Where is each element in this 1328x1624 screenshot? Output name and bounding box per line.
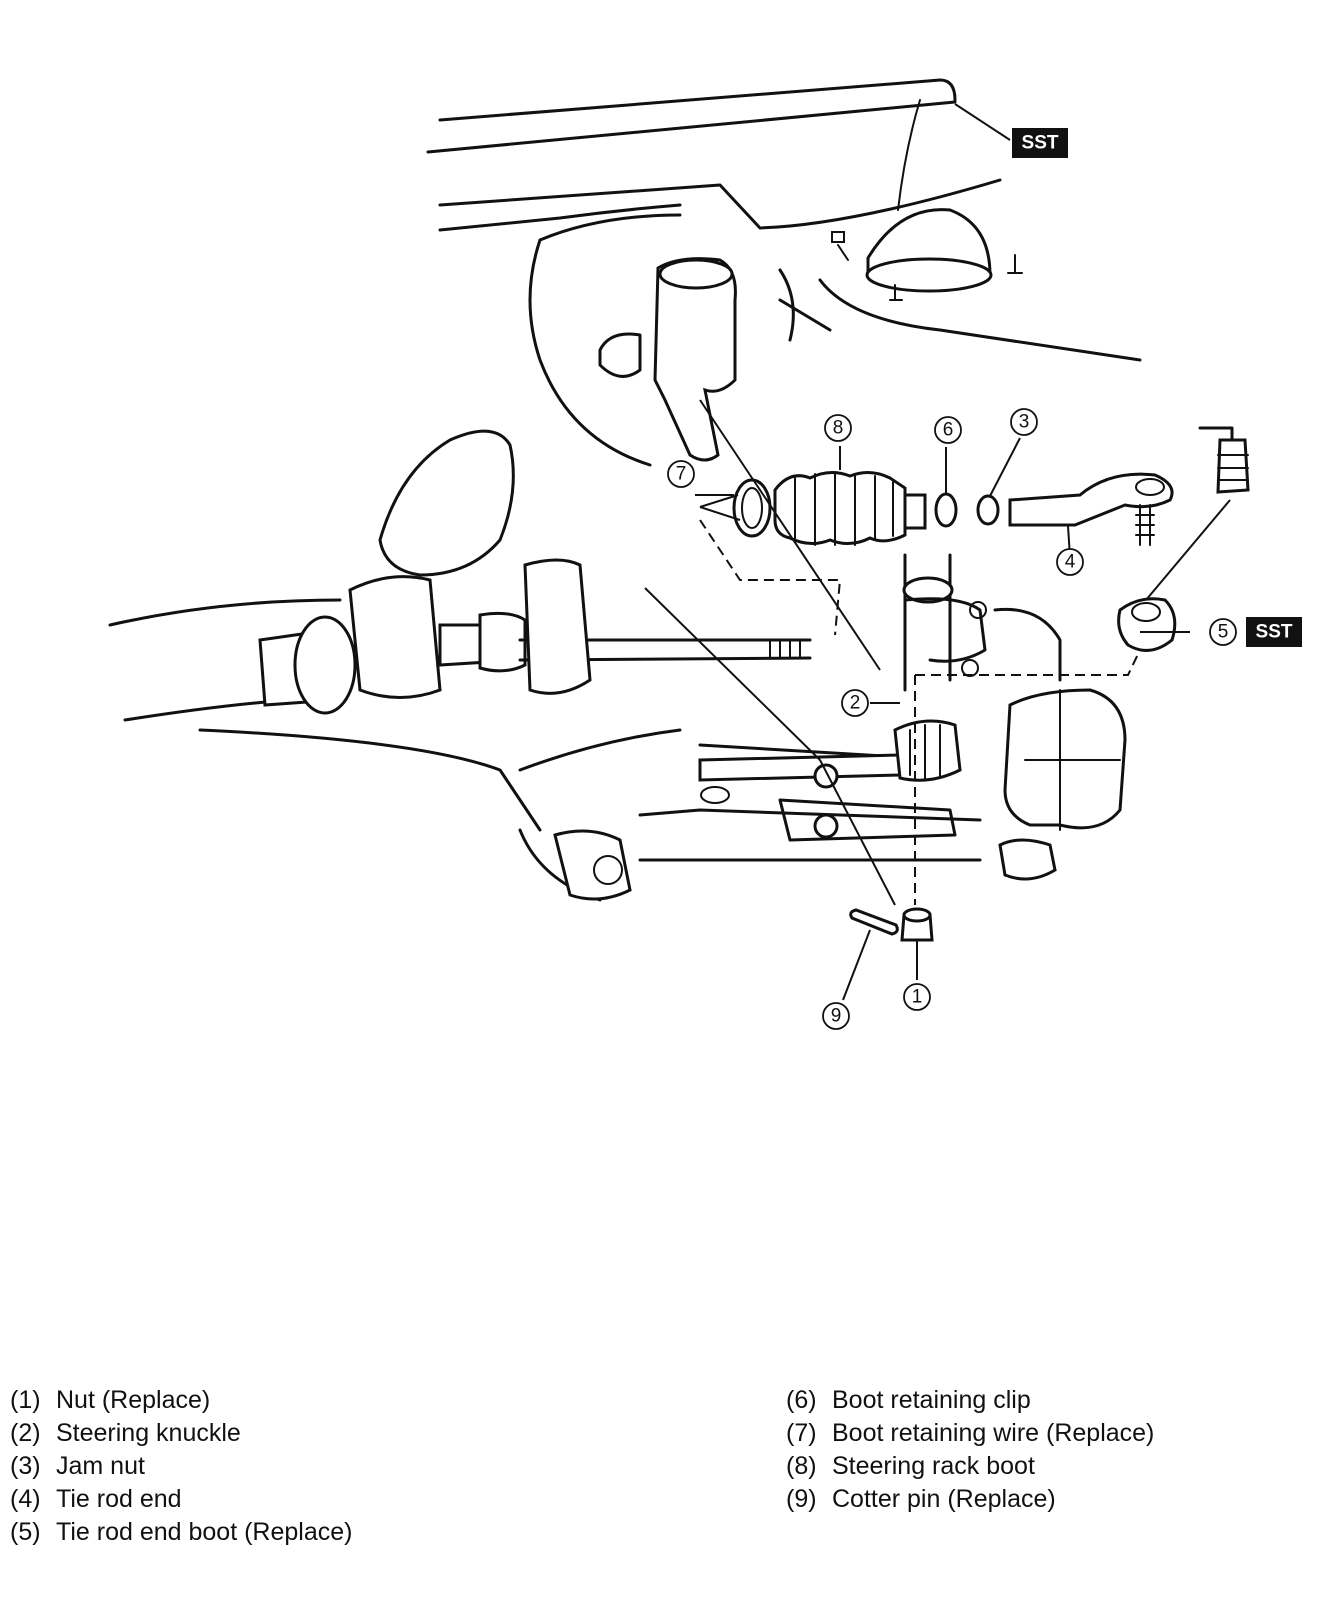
legend-item: (1) Nut (Replace) bbox=[10, 1384, 352, 1417]
legend-number: (6) bbox=[786, 1386, 817, 1414]
tie-rod-end bbox=[1008, 472, 1174, 546]
legend-number: (4) bbox=[10, 1485, 41, 1513]
steering-assembly-diagram: 1 2 3 4 5 6 7 8 bbox=[108, 78, 1302, 1030]
legend-item: (4) Tie rod end bbox=[10, 1483, 352, 1516]
legend-number: (7) bbox=[786, 1419, 817, 1447]
legend-item: (7) Boot retaining wire (Replace) bbox=[786, 1417, 1154, 1450]
legend-number: (8) bbox=[786, 1452, 817, 1480]
body-panel bbox=[426, 78, 1142, 362]
callout-4: 4 bbox=[1056, 548, 1084, 576]
boot-retaining-clip bbox=[934, 492, 958, 528]
callouts: 1 2 3 4 5 6 7 8 bbox=[667, 408, 1237, 1030]
svg-text:4: 4 bbox=[1065, 552, 1076, 573]
legend-text: Tie rod end boot (Replace) bbox=[56, 1518, 353, 1546]
callout-7: 7 bbox=[667, 460, 695, 488]
strut-knuckle bbox=[902, 553, 1062, 692]
legend-right: (6) Boot retaining clip (7) Boot retaini… bbox=[786, 1384, 1154, 1516]
callout-1: 1 bbox=[903, 983, 931, 1011]
callout-2: 2 bbox=[841, 689, 869, 717]
legend-number: (1) bbox=[10, 1386, 41, 1414]
brake-disc bbox=[528, 213, 795, 467]
legend-text: Nut (Replace) bbox=[56, 1386, 211, 1414]
inner-cv-boot bbox=[378, 429, 515, 577]
drive-shaft bbox=[108, 575, 527, 722]
legend-left: (1) Nut (Replace) (2) Steering knuckle (… bbox=[10, 1384, 352, 1549]
legend-item: (6) Boot retaining clip bbox=[786, 1384, 1154, 1417]
sst-tag-top: SST bbox=[1012, 128, 1068, 158]
castle-nut bbox=[900, 907, 934, 942]
leader-lines bbox=[644, 103, 1231, 1001]
legend-number: (5) bbox=[10, 1518, 41, 1546]
legend-item: (3) Jam nut bbox=[10, 1450, 352, 1483]
steering-rack-boot bbox=[773, 471, 927, 546]
tie-rod-end-boot bbox=[1117, 426, 1250, 652]
legend-text: Jam nut bbox=[56, 1452, 145, 1480]
callout-6: 6 bbox=[934, 416, 962, 444]
callout-5: 5 bbox=[1209, 618, 1237, 646]
strut-mount bbox=[831, 208, 1023, 301]
legend-item: (8) Steering rack boot bbox=[786, 1450, 1154, 1483]
legend-item: (5) Tie rod end boot (Replace) bbox=[10, 1516, 352, 1549]
boot-retaining-wire bbox=[732, 478, 772, 538]
legend-number: (3) bbox=[10, 1452, 41, 1480]
legend-item: (2) Steering knuckle bbox=[10, 1417, 352, 1450]
legend-text: Steering rack boot bbox=[832, 1452, 1035, 1480]
tie-rod bbox=[518, 558, 812, 695]
legend-number: (2) bbox=[10, 1419, 41, 1447]
legend-text: Boot retaining wire (Replace) bbox=[832, 1419, 1155, 1447]
svg-text:1: 1 bbox=[912, 987, 923, 1008]
svg-text:5: 5 bbox=[1218, 622, 1229, 643]
legend-item: (9) Cotter pin (Replace) bbox=[786, 1483, 1154, 1516]
legend-number: (9) bbox=[786, 1485, 817, 1513]
svg-text:SST: SST bbox=[1022, 133, 1059, 154]
legend-text: Cotter pin (Replace) bbox=[832, 1485, 1056, 1513]
ball-joint bbox=[698, 719, 962, 839]
svg-text:8: 8 bbox=[833, 418, 844, 439]
sst-tag-boot: SST bbox=[1246, 617, 1302, 647]
upper-caliper bbox=[598, 257, 737, 462]
callout-9: 9 bbox=[822, 1002, 850, 1030]
legend-text: Boot retaining clip bbox=[832, 1386, 1031, 1414]
svg-text:3: 3 bbox=[1019, 412, 1030, 433]
svg-text:6: 6 bbox=[943, 420, 954, 441]
legend-text: Steering knuckle bbox=[56, 1419, 241, 1447]
callout-8: 8 bbox=[824, 414, 852, 442]
jam-nut bbox=[976, 494, 1000, 526]
svg-text:SST: SST bbox=[1256, 622, 1293, 643]
legend-text: Tie rod end bbox=[56, 1485, 182, 1513]
lower-caliper bbox=[998, 688, 1127, 881]
cotter-pin bbox=[849, 908, 899, 936]
svg-text:7: 7 bbox=[676, 464, 687, 485]
svg-text:2: 2 bbox=[850, 693, 861, 714]
svg-text:9: 9 bbox=[831, 1006, 842, 1027]
callout-3: 3 bbox=[1010, 408, 1038, 436]
